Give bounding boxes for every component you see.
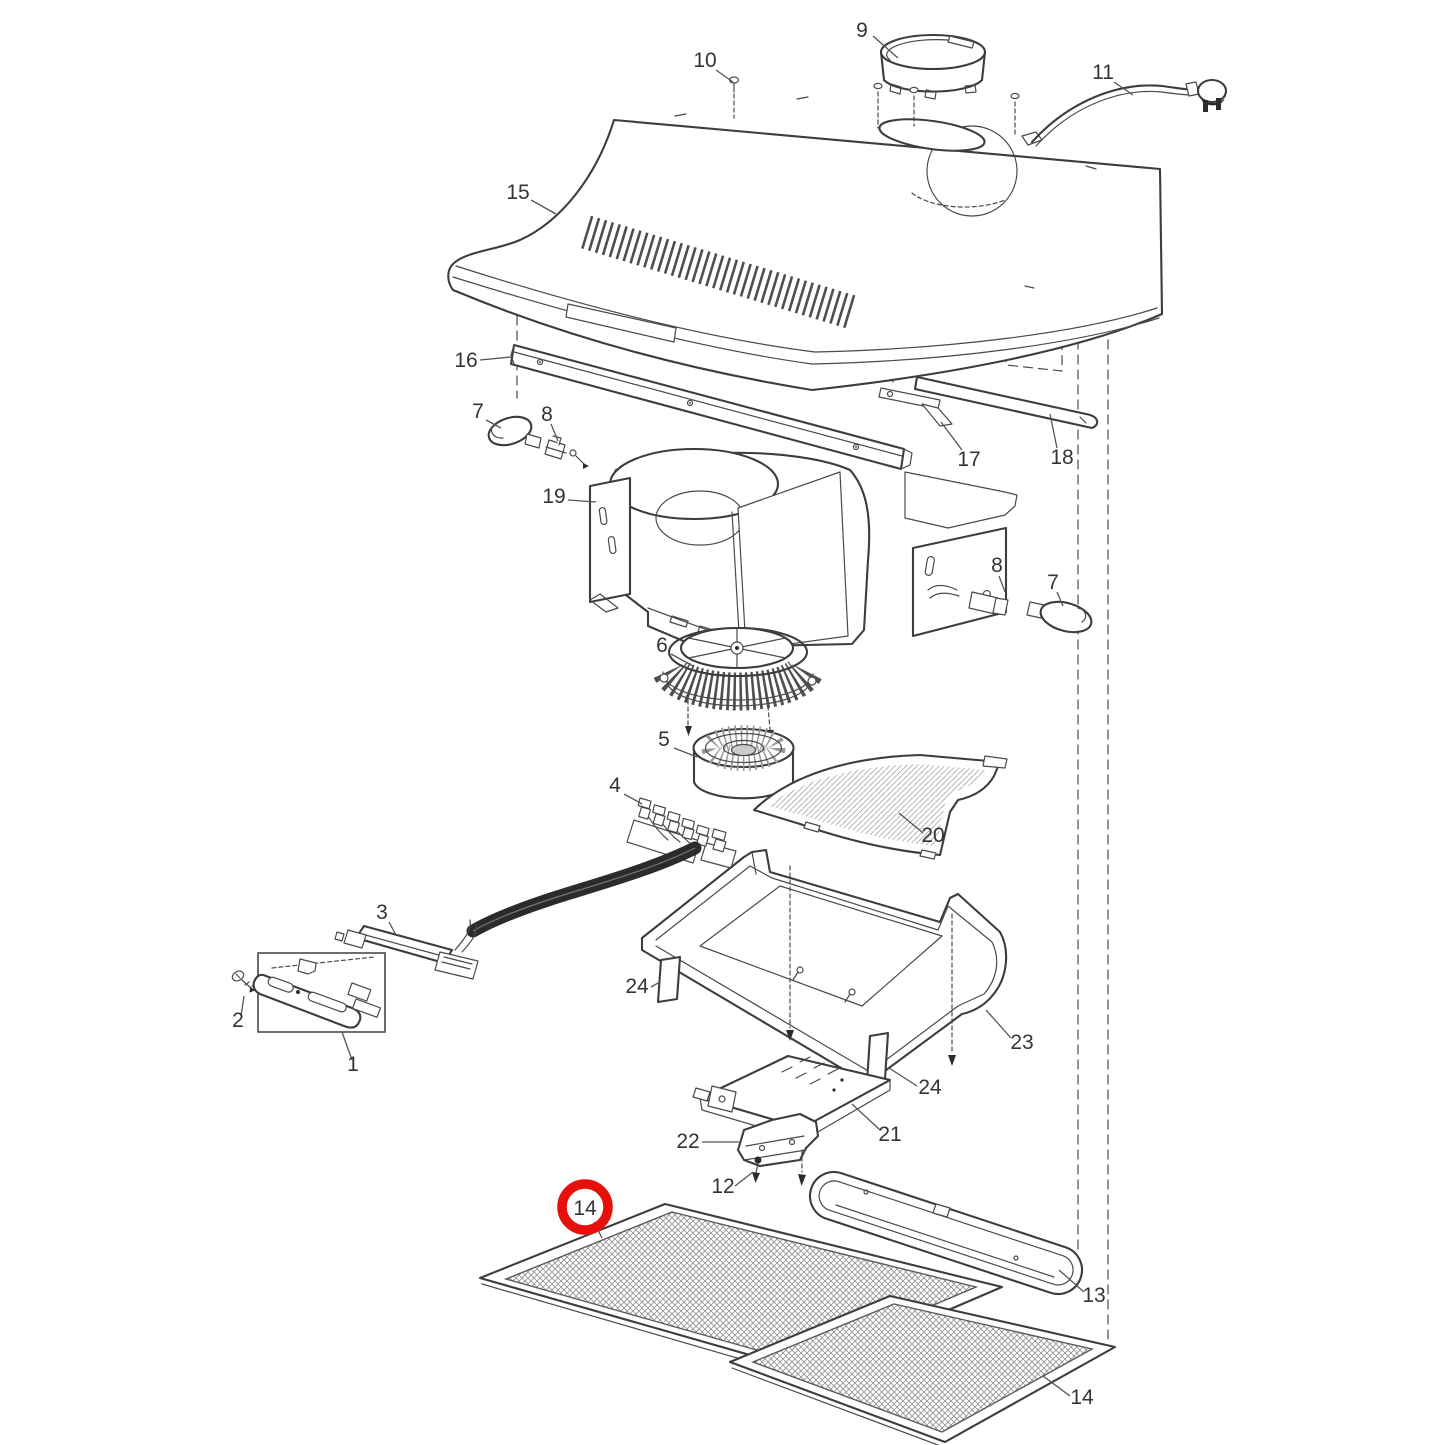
deflector bbox=[752, 753, 1008, 860]
switch-assembly bbox=[334, 919, 479, 980]
callout-10: 10 bbox=[693, 49, 734, 83]
screw-10-glyph bbox=[728, 76, 740, 119]
callout-15: 15 bbox=[506, 181, 557, 215]
part-label-8: 8 bbox=[991, 554, 1003, 577]
callout-8-left: 8 bbox=[541, 403, 559, 442]
callout-5: 5 bbox=[658, 728, 698, 758]
wiring-harness bbox=[466, 797, 737, 938]
callout-7-left: 7 bbox=[472, 400, 502, 429]
highlight-circle bbox=[557, 1179, 613, 1235]
part-label-13: 13 bbox=[1082, 1284, 1105, 1307]
part-label-7: 7 bbox=[472, 400, 484, 423]
harness-connectors bbox=[637, 797, 727, 853]
part-label-22: 22 bbox=[676, 1130, 699, 1153]
callout-16: 16 bbox=[454, 349, 512, 372]
callout-14-bottom: 14 bbox=[1042, 1375, 1094, 1409]
spacer-left bbox=[656, 955, 682, 1004]
callouts: 9 10 11 15 16 7 8 17 18 19 8 7 6 5 4 20 … bbox=[232, 19, 1134, 1409]
callout-6: 6 bbox=[656, 634, 694, 667]
callout-3: 3 bbox=[376, 901, 397, 936]
part-label-16: 16 bbox=[454, 349, 477, 372]
part-label-24: 24 bbox=[625, 975, 649, 998]
part-label-3: 3 bbox=[376, 901, 388, 924]
part-label-9: 9 bbox=[856, 19, 868, 42]
callout-20: 20 bbox=[898, 812, 945, 847]
plug bbox=[1185, 78, 1228, 112]
part-label-10: 10 bbox=[693, 49, 716, 72]
callout-7-right: 7 bbox=[1047, 571, 1064, 607]
part-label-21: 21 bbox=[878, 1123, 901, 1146]
callout-18: 18 bbox=[1049, 413, 1074, 469]
lamp-lens bbox=[809, 1170, 1083, 1296]
callout-17: 17 bbox=[940, 421, 981, 471]
callout-8-right: 8 bbox=[991, 554, 1006, 593]
bottom-plate bbox=[692, 1054, 892, 1141]
panel-screw bbox=[231, 970, 255, 993]
side-rail bbox=[913, 375, 1099, 430]
callout-21: 21 bbox=[851, 1103, 902, 1146]
damper-collar bbox=[879, 33, 987, 100]
part-label-24: 24 bbox=[918, 1076, 942, 1099]
bottom-tray bbox=[640, 848, 1008, 1084]
callout-24-right: 24 bbox=[888, 1067, 942, 1099]
callout-22: 22 bbox=[676, 1130, 739, 1153]
part-label-6: 6 bbox=[656, 634, 668, 657]
mounting-bar bbox=[509, 343, 913, 471]
part-label-1: 1 bbox=[347, 1053, 359, 1076]
bracket-screws bbox=[752, 1149, 806, 1186]
callout-11: 11 bbox=[1092, 61, 1134, 96]
fan-wheel bbox=[653, 626, 823, 740]
part-label-12: 12 bbox=[711, 1175, 734, 1198]
part-label-7: 7 bbox=[1047, 571, 1059, 594]
grease-filter-right bbox=[728, 1294, 1117, 1445]
part-label-19: 19 bbox=[542, 485, 565, 508]
support-bracket bbox=[878, 387, 953, 427]
part-label-20: 20 bbox=[921, 824, 944, 847]
part-label-15: 15 bbox=[506, 181, 529, 204]
callout-2: 2 bbox=[232, 995, 245, 1032]
part-label-23: 23 bbox=[1010, 1031, 1033, 1054]
part-label-11: 11 bbox=[1092, 61, 1114, 84]
part-label-5: 5 bbox=[658, 728, 670, 751]
part-label-4: 4 bbox=[609, 774, 621, 797]
part-label-8: 8 bbox=[541, 403, 553, 426]
charcoal-filter bbox=[692, 725, 795, 800]
callout-19: 19 bbox=[542, 485, 597, 508]
callout-13: 13 bbox=[1058, 1269, 1106, 1307]
power-cord bbox=[1021, 78, 1228, 147]
callout-24-left: 24 bbox=[625, 975, 661, 998]
part-label-14: 14 bbox=[573, 1197, 597, 1220]
light-bulb-right bbox=[1026, 600, 1093, 634]
part-label-2: 2 bbox=[232, 1009, 244, 1032]
lamp-holder-left bbox=[544, 435, 589, 469]
callout-9: 9 bbox=[856, 19, 899, 59]
part-label-18: 18 bbox=[1050, 446, 1073, 469]
blower-housing bbox=[588, 447, 1018, 660]
callout-12: 12 bbox=[711, 1171, 754, 1198]
control-panel-box bbox=[251, 952, 386, 1033]
lamp-bracket bbox=[736, 1112, 820, 1168]
callout-23: 23 bbox=[985, 1009, 1034, 1054]
callout-4: 4 bbox=[609, 774, 643, 805]
fan-spokes bbox=[687, 627, 787, 669]
collar-screws bbox=[873, 82, 1020, 137]
hood-body bbox=[447, 96, 1164, 392]
callout-1: 1 bbox=[341, 1031, 359, 1076]
mounting-screws bbox=[728, 76, 1020, 137]
part-label-17: 17 bbox=[957, 448, 980, 471]
light-bulb-left bbox=[487, 415, 542, 449]
part-label-14: 14 bbox=[1070, 1386, 1094, 1409]
lamp-holder-right bbox=[927, 584, 1009, 616]
